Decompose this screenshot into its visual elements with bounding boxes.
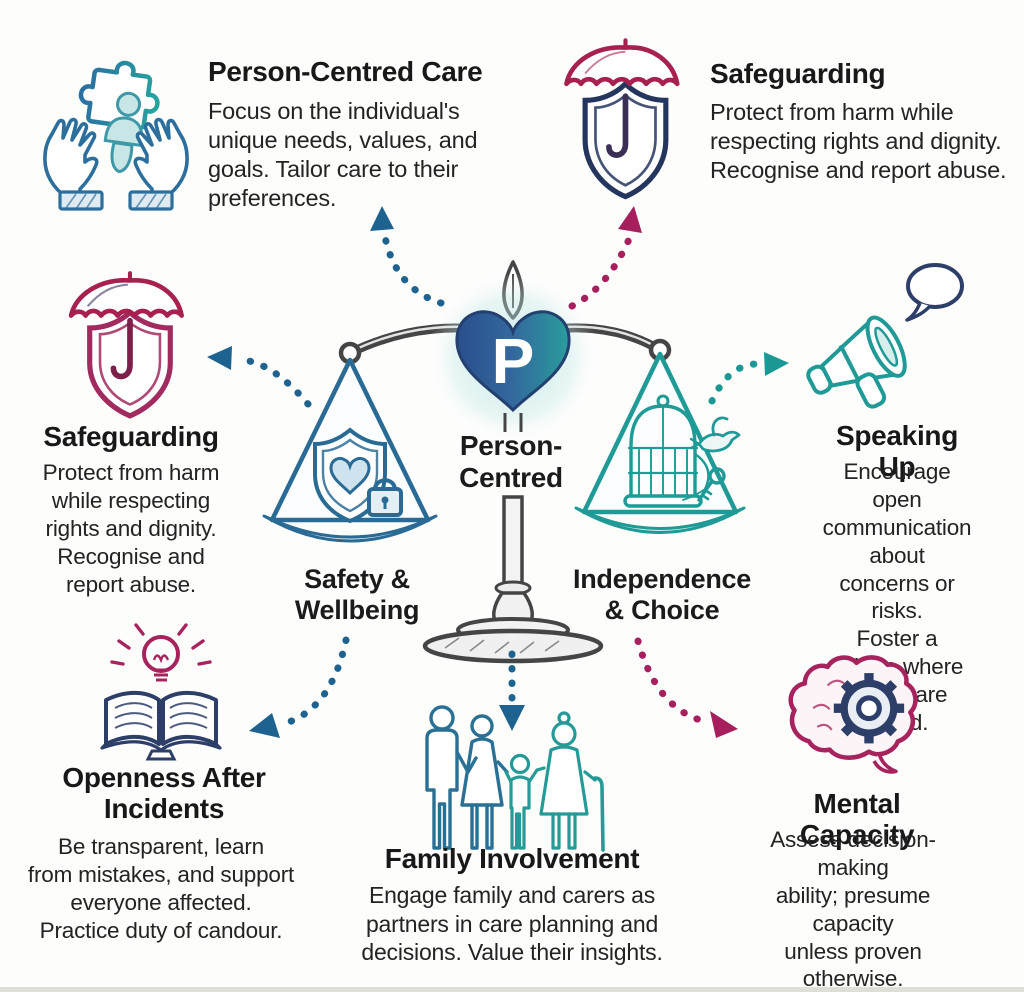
- megaphone-icon: [793, 253, 978, 415]
- umbrella-shield-icon: [556, 30, 696, 208]
- node-title-safeguarding-top: Safeguarding: [710, 58, 886, 89]
- hands-puzzle-icon: [36, 28, 196, 213]
- brain-gear-icon: [780, 645, 930, 787]
- node-body-family-involvement: Engage family and carers as partners in …: [361, 882, 663, 966]
- node-body-openness: Be transparent, learn from mistakes, and…: [27, 834, 295, 943]
- umbrella-shield-maroon-icon: [58, 266, 203, 421]
- scale-pole-stub: [503, 413, 523, 432]
- node-title-openness: Openness After Incidents: [62, 762, 266, 825]
- bottom-edge-artifact: [0, 987, 1024, 992]
- balance-scale: P: [255, 250, 775, 670]
- left-pan-label: Safety & Wellbeing: [294, 564, 420, 626]
- node-title-mental-capacity: Mental Capacity: [799, 788, 915, 851]
- node-body-safeguarding-left: Protect from harm while respecting right…: [42, 460, 220, 597]
- speech-bubble-icon: [905, 263, 964, 322]
- book-lightbulb-icon: [85, 620, 237, 768]
- right-pan: [574, 351, 746, 534]
- left-pan: [262, 357, 438, 543]
- logo-letter: P: [492, 325, 535, 397]
- scale-base: [422, 495, 604, 664]
- node-title-family-involvement: Family Involvement: [384, 843, 640, 874]
- shield-heart-lock-icon: [313, 427, 403, 524]
- birdcage-icon: [623, 394, 714, 508]
- heart-logo: P: [455, 310, 571, 413]
- node-body-safeguarding-top: Protect from harm while respecting right…: [710, 99, 1007, 184]
- center-label-person-centred: Person- Centred: [459, 430, 563, 494]
- node-body-person-centred-care: Focus on the individual's unique needs, …: [208, 98, 478, 212]
- family-figures-icon: [410, 700, 625, 852]
- right-pan-label: Independence & Choice: [573, 564, 751, 626]
- key-icon: [697, 467, 726, 502]
- node-title-speaking-up: Speaking Up: [835, 420, 959, 483]
- node-body-mental-capacity: Assess decision-making ability; presume …: [770, 827, 936, 992]
- node-title-safeguarding-left: Safeguarding: [43, 421, 219, 452]
- bird-icon: [689, 416, 741, 453]
- node-title-person-centred-care: Person-Centred Care: [208, 56, 483, 87]
